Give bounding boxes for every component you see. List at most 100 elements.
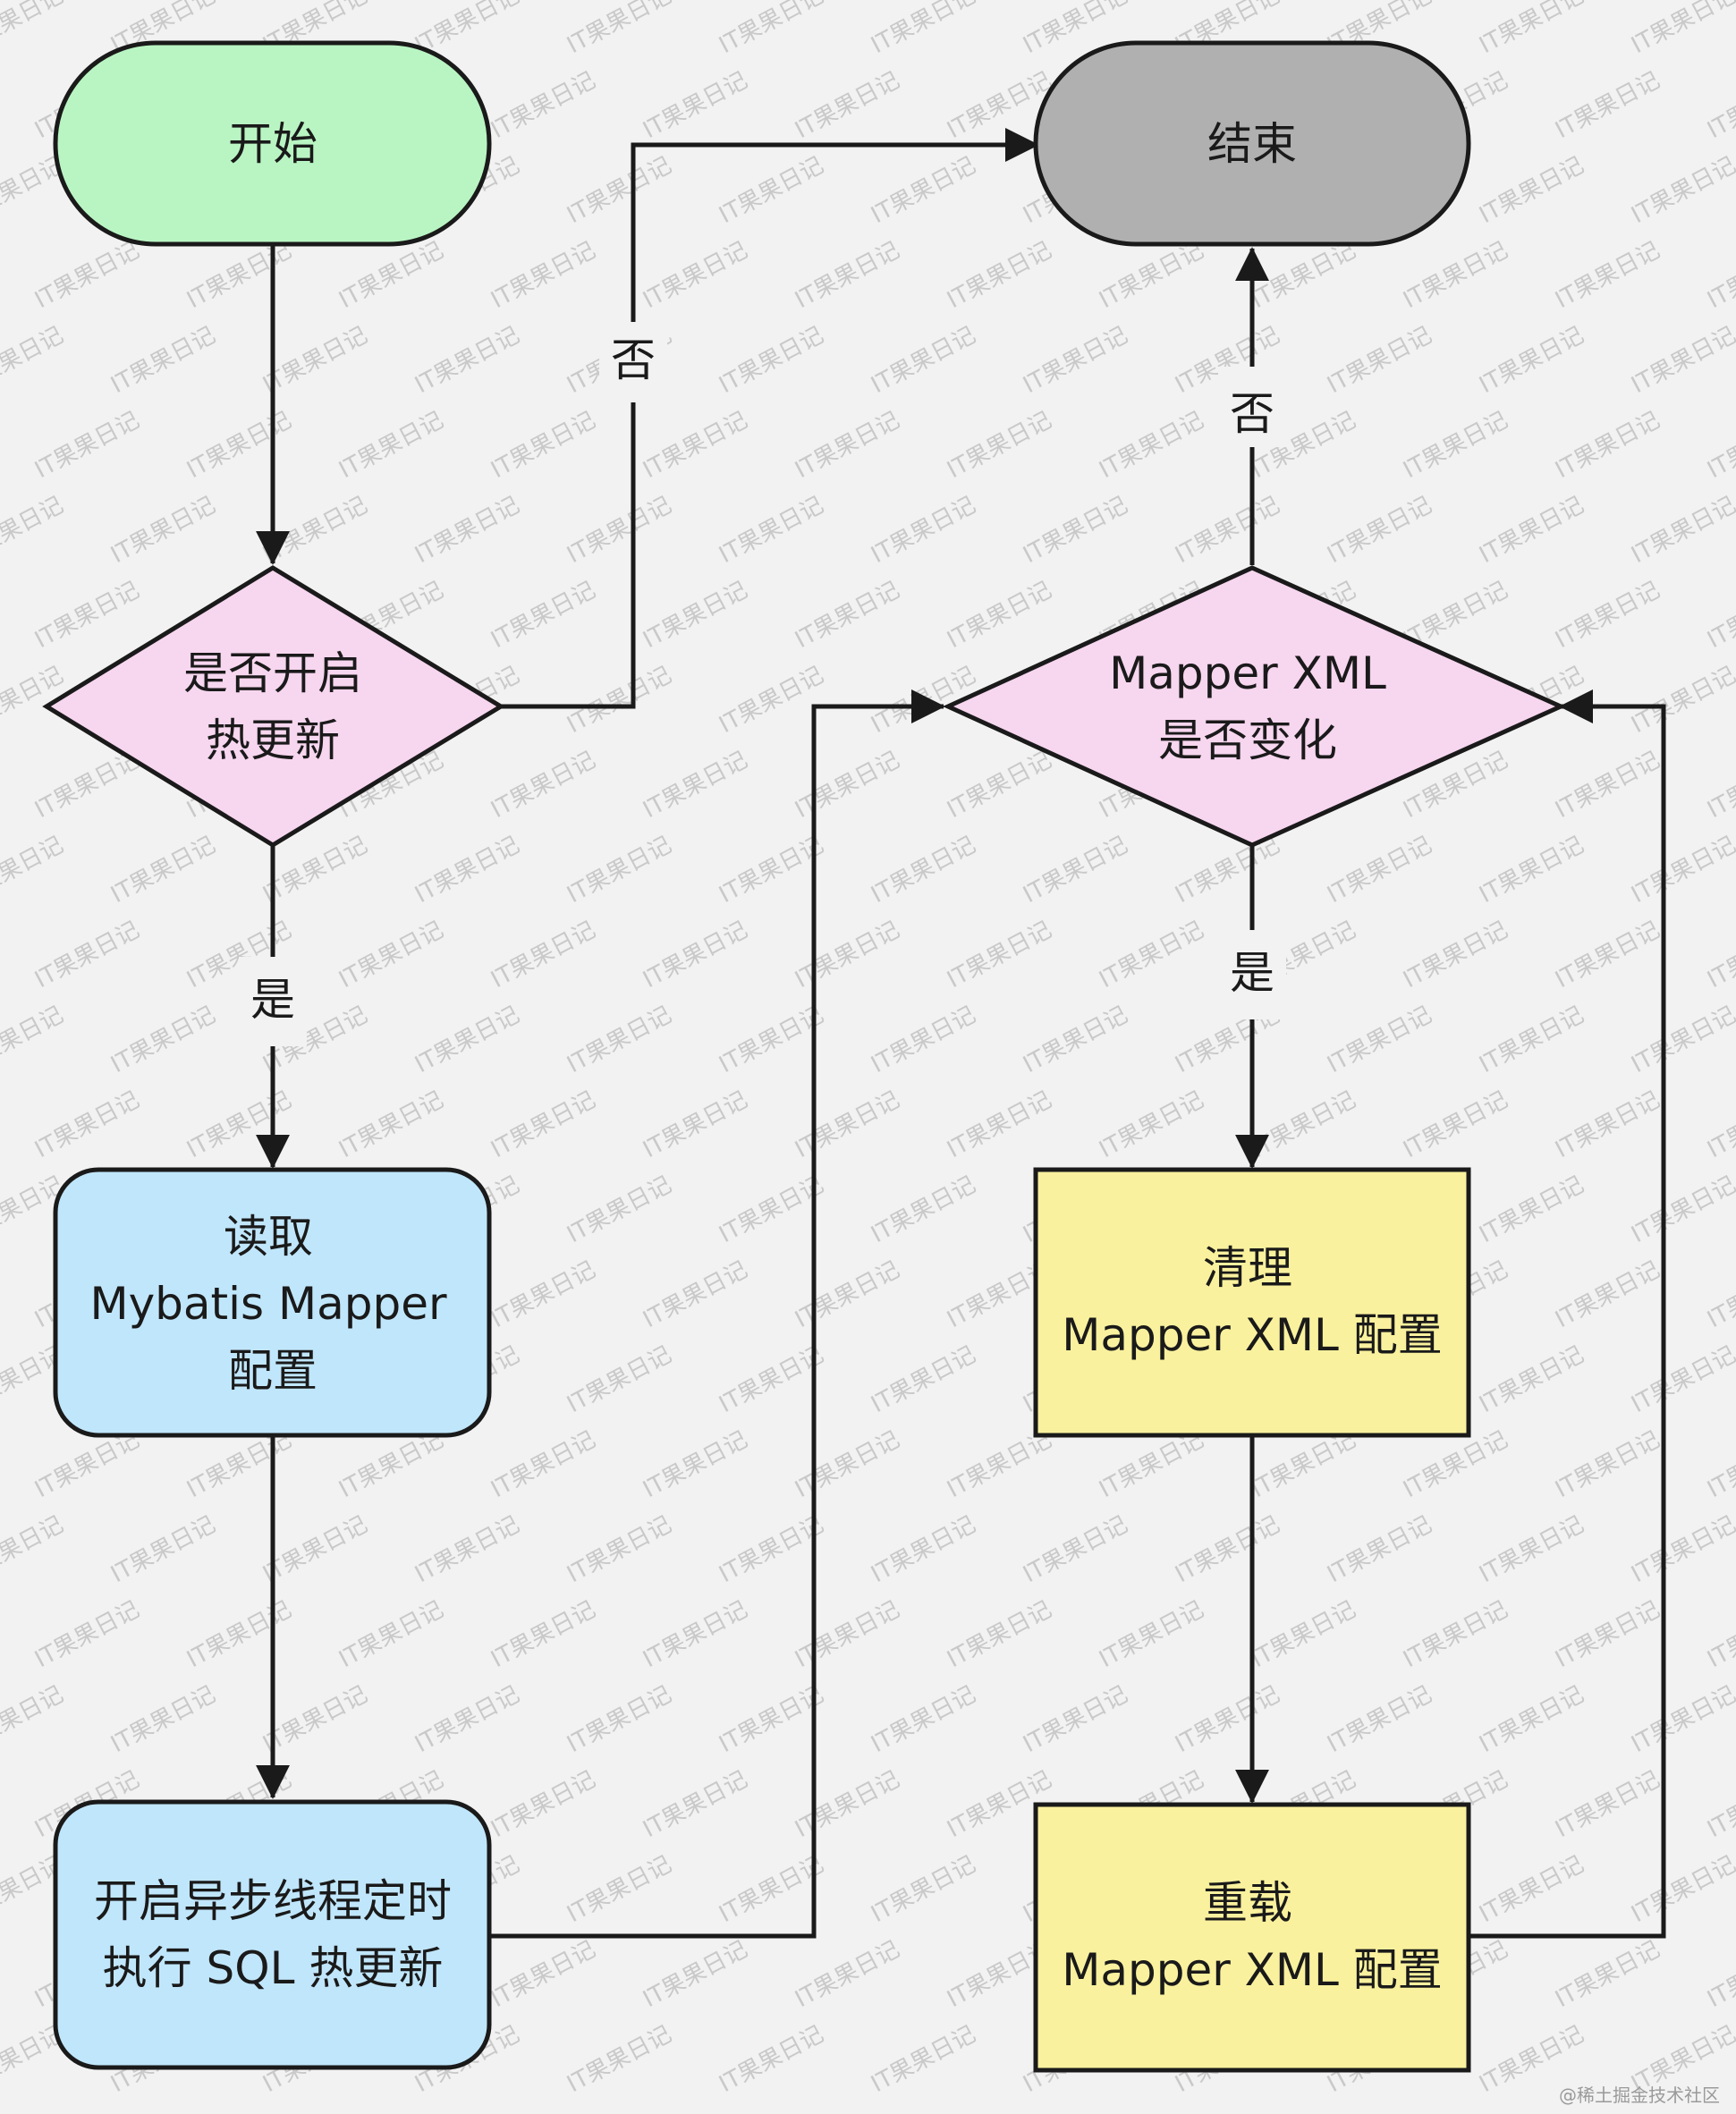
watermark-text: IT果果日记 xyxy=(1627,1341,1736,1418)
watermark-text: IT果果日记 xyxy=(715,1171,828,1248)
watermark-text: IT果果日记 xyxy=(258,322,372,399)
watermark-text: IT果果日记 xyxy=(867,1511,980,1588)
watermark-text: IT果果日记 xyxy=(943,917,1056,994)
decision-xml-changed: Mapper XML 是否变化 xyxy=(942,565,1567,848)
watermark-text: IT果果日记 xyxy=(639,1596,752,1673)
watermark-text: IT果果日记 xyxy=(1247,1087,1360,1163)
watermark-text: IT果果日记 xyxy=(639,747,752,824)
watermark-text: IT果果日记 xyxy=(639,1766,752,1843)
watermark-text: IT果果日记 xyxy=(639,577,752,654)
watermark-text: IT果果日记 xyxy=(1703,747,1736,824)
watermark-text: IT果果日记 xyxy=(563,1171,676,1248)
process-reload-config: 重载 Mapper XML 配置 xyxy=(1033,1802,1471,2073)
watermark-text: IT果果日记 xyxy=(563,1002,676,1078)
watermark-text: IT果果日记 xyxy=(1019,1681,1132,1758)
watermark-text: IT果果日记 xyxy=(867,1681,980,1758)
watermark-text: IT果果日记 xyxy=(791,1596,904,1673)
watermark-text: IT果果日记 xyxy=(1551,237,1664,314)
watermark-text: IT果果日记 xyxy=(411,1511,524,1588)
watermark-text: IT果果日记 xyxy=(0,0,68,59)
watermark-text: IT果果日记 xyxy=(106,492,220,569)
svg-text:是: 是 xyxy=(250,974,295,1026)
svg-text:否: 否 xyxy=(611,334,656,386)
watermark-text: IT果果日记 xyxy=(715,0,828,59)
watermark-text: IT果果日记 xyxy=(1475,1171,1588,1248)
watermark-text: IT果果日记 xyxy=(715,1002,828,1078)
watermark-text: IT果果日记 xyxy=(1019,1002,1132,1078)
watermark-text: IT果果日记 xyxy=(30,917,144,994)
watermark-text: IT果果日记 xyxy=(487,407,600,484)
watermark-text: IT果果日记 xyxy=(106,1002,220,1078)
watermark-text: IT果果日记 xyxy=(867,1171,980,1248)
watermark-text: IT果果日记 xyxy=(867,152,980,229)
watermark-text: IT果果日记 xyxy=(30,1596,144,1673)
watermark-text: IT果果日记 xyxy=(487,1936,600,2013)
watermark-text: IT果果日记 xyxy=(1323,1681,1436,1758)
watermark-text: IT果果日记 xyxy=(1323,492,1436,569)
watermark-text: IT果果日记 xyxy=(334,917,448,994)
watermark-text: IT果果日记 xyxy=(1171,492,1284,569)
svg-text:开启异步线程定时: 开启异步线程定时 xyxy=(94,1875,452,1927)
watermark-text: IT果果日记 xyxy=(563,1851,676,1928)
watermark-text: IT果果日记 xyxy=(867,2021,980,2098)
watermark-text: IT果果日记 xyxy=(487,1596,600,1673)
watermark-text: IT果果日记 xyxy=(1095,407,1208,484)
watermark-text: IT果果日记 xyxy=(1703,1256,1736,1333)
watermark-text: IT果果日记 xyxy=(563,1681,676,1758)
watermark-text: IT果果日记 xyxy=(1323,322,1436,399)
watermark-text: IT果果日记 xyxy=(487,1426,600,1503)
watermark-text: IT果果日记 xyxy=(1703,1936,1736,2013)
start-node: 开始 xyxy=(53,40,492,247)
edge-label-xml-yes: 是 xyxy=(1218,930,1286,1019)
watermark-text: IT果果日记 xyxy=(1475,832,1588,909)
watermark-text: IT果果日记 xyxy=(30,407,144,484)
watermark-text: IT果果日记 xyxy=(411,1681,524,1758)
watermark-text: IT果果日记 xyxy=(1551,67,1664,144)
svg-text:Mapper XML 配置: Mapper XML 配置 xyxy=(1062,1309,1443,1361)
watermark-text: IT果果日记 xyxy=(563,662,676,739)
watermark-text: IT果果日记 xyxy=(1475,152,1588,229)
svg-text:是否开启: 是否开启 xyxy=(183,647,362,699)
watermark-text: IT果果日记 xyxy=(1247,1426,1360,1503)
watermark-text: IT果果日记 xyxy=(1703,237,1736,314)
watermark-text: IT果果日记 xyxy=(334,1426,448,1503)
watermark-text: IT果果日记 xyxy=(1019,832,1132,909)
watermark-text: IT果果日记 xyxy=(715,1851,828,1928)
watermark-text: IT果果日记 xyxy=(1095,1426,1208,1503)
svg-text:结束: 结束 xyxy=(1207,118,1297,170)
watermark-text: IT果果日记 xyxy=(1627,152,1736,229)
watermark-text: IT果果日记 xyxy=(1551,407,1664,484)
watermark-text: IT果果日记 xyxy=(411,1002,524,1078)
watermark-text: IT果果日记 xyxy=(1703,917,1736,994)
watermark-text: IT果果日记 xyxy=(639,917,752,994)
watermark-text: IT果果日记 xyxy=(411,492,524,569)
watermark-text: IT果果日记 xyxy=(334,1596,448,1673)
watermark-text: IT果果日记 xyxy=(487,917,600,994)
watermark-text: IT果果日记 xyxy=(1551,1256,1664,1333)
watermark-text: IT果果日记 xyxy=(411,832,524,909)
watermark-text: IT果果日记 xyxy=(1703,577,1736,654)
watermark-text: IT果果日记 xyxy=(1095,917,1208,994)
watermark-text: IT果果日记 xyxy=(791,1936,904,2013)
svg-text:读取: 读取 xyxy=(224,1211,313,1263)
watermark-text: IT果果日记 xyxy=(334,1087,448,1163)
watermark-text: IT果果日记 xyxy=(1627,1511,1736,1588)
watermark-text: IT果果日记 xyxy=(715,1341,828,1418)
watermark-text: IT果果日记 xyxy=(639,1256,752,1333)
watermark-text: IT果果日记 xyxy=(563,0,676,59)
watermark-text: IT果果日记 xyxy=(1627,1851,1736,1928)
watermark-text: IT果果日记 xyxy=(30,1426,144,1503)
watermark-text: IT果果日记 xyxy=(487,747,600,824)
watermark-text: IT果果日记 xyxy=(1551,1087,1664,1163)
edge-label-xml-no: 否 xyxy=(1218,367,1286,447)
watermark-text: IT果果日记 xyxy=(1703,67,1736,144)
watermark-text: IT果果日记 xyxy=(1323,832,1436,909)
watermark-text: IT果果日记 xyxy=(1551,917,1664,994)
svg-text:清理: 清理 xyxy=(1203,1242,1292,1294)
watermark-text: IT果果日记 xyxy=(1475,1002,1588,1078)
watermark-text: IT果果日记 xyxy=(867,832,980,909)
watermark-text: IT果果日记 xyxy=(487,1766,600,1843)
watermark-text: IT果果日记 xyxy=(1399,917,1512,994)
watermark-text: IT果果日记 xyxy=(1171,1511,1284,1588)
